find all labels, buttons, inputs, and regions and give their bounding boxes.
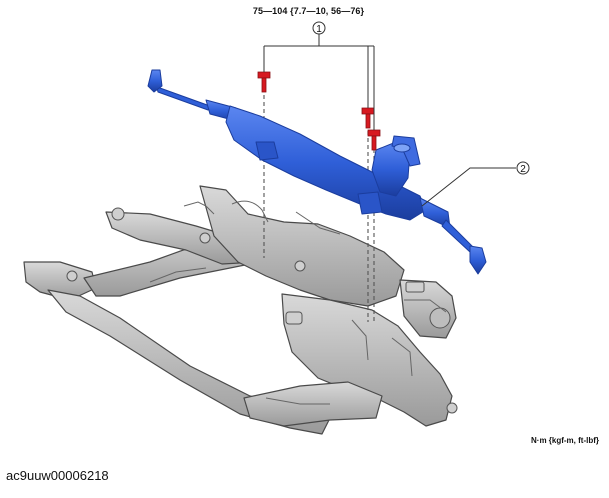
callout-2: 2 — [516, 161, 530, 175]
tie-rod-left — [155, 83, 211, 111]
mount-bushing-mid — [294, 260, 306, 272]
steering-gear-assembly — [147, 69, 487, 275]
crossmember-details — [66, 207, 458, 414]
gear-mount-right — [357, 191, 383, 215]
ball-joint-right — [446, 402, 458, 414]
bolt-1-right-lower — [367, 129, 381, 151]
bracket-right — [405, 281, 425, 293]
bolt-1-left — [257, 71, 271, 93]
pinion-top — [393, 143, 411, 153]
mounting-bolts — [257, 71, 381, 151]
callout-1: 1 — [312, 21, 326, 35]
crossmember-left-arm — [23, 261, 97, 301]
figure-id: ac9uuw00006218 — [6, 468, 109, 483]
callout-2-number: 2 — [520, 164, 526, 175]
tie-rod-right — [441, 219, 475, 253]
mount-bushing-left — [111, 207, 125, 221]
stabilizer-link — [285, 311, 303, 325]
crossmember-right-section — [281, 293, 453, 427]
torque-spec-label: 75—104 {7.7—10, 56—76} — [0, 6, 609, 16]
bolt-1-right-upper — [361, 107, 375, 129]
mount-bushing-center — [199, 232, 211, 244]
front-crossmember — [23, 185, 457, 435]
callout-leaders — [263, 34, 516, 207]
torque-spec-text: 75—104 {7.7—10, 56—76} — [252, 6, 365, 16]
rack-housing — [225, 105, 427, 221]
crossmember-outline-lines — [149, 200, 447, 405]
mount-bushing-front — [66, 270, 78, 282]
gear-mount-left — [255, 141, 279, 161]
mount-bushing-right — [429, 307, 451, 329]
torque-units-note: N·m {kgf-m, ft-lbf} — [531, 436, 599, 445]
tie-rod-end-left — [147, 69, 163, 93]
crossmember-left-rail — [47, 289, 331, 435]
callout-1-number: 1 — [316, 24, 322, 35]
tie-rod-end-right — [469, 245, 487, 275]
